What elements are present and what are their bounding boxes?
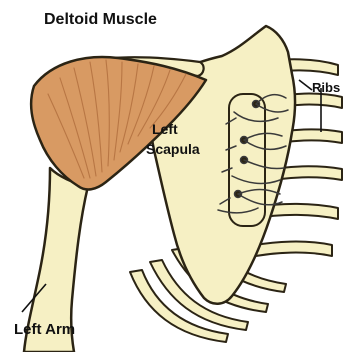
label-ribs: Ribs bbox=[312, 80, 340, 95]
label-left-scapula-line2: Scapula bbox=[146, 141, 200, 157]
label-deltoid-muscle: Deltoid Muscle bbox=[44, 11, 157, 28]
label-left-arm: Left Arm bbox=[14, 321, 75, 338]
label-left-scapula-line1: Left bbox=[152, 121, 178, 137]
